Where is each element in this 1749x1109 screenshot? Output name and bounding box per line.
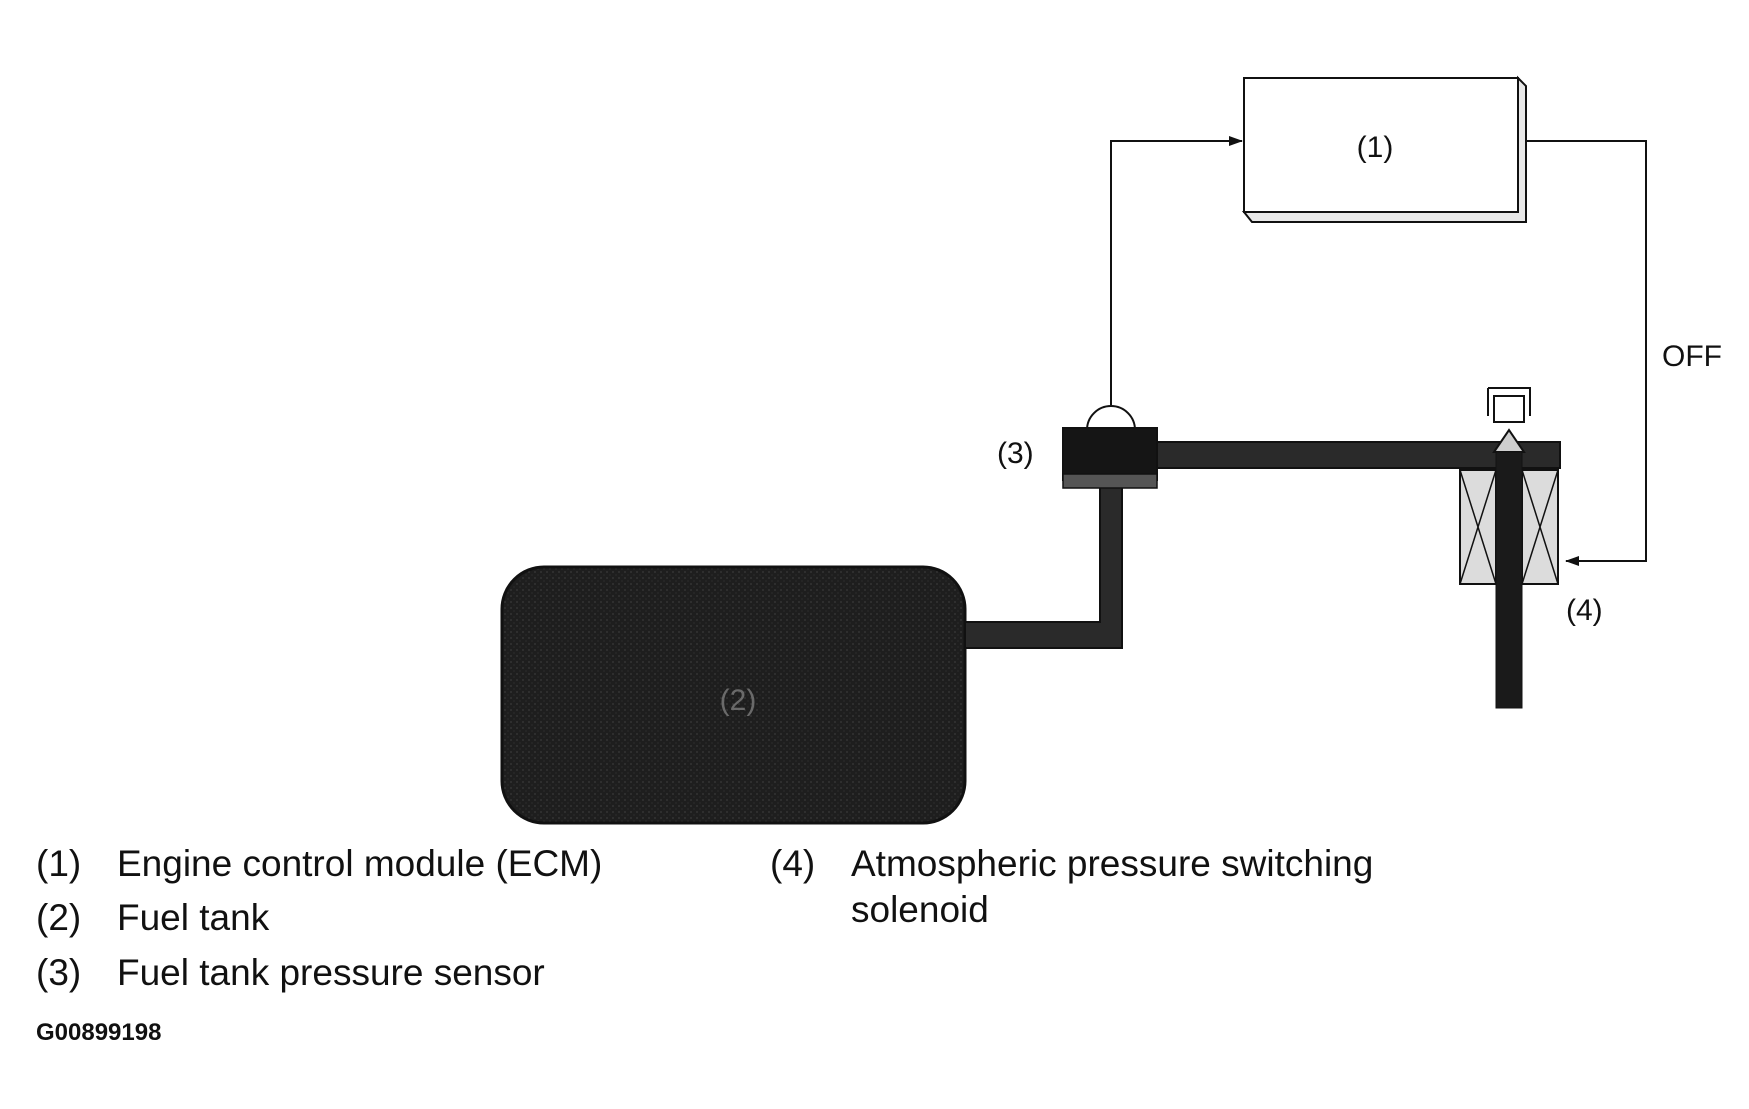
legend-item: (2) Fuel tank <box>36 897 270 938</box>
legend: (1) Engine control module (ECM) (2) Fuel… <box>36 843 1373 993</box>
legend-item-number: (3) <box>36 952 81 993</box>
legend-item-label-continued: solenoid <box>851 889 989 930</box>
legend-item: (4) Atmospheric pressure switching solen… <box>770 843 1373 930</box>
ecm-callout: (1) <box>1357 131 1394 164</box>
ecm-box: (1) <box>1241 75 1527 223</box>
tank-to-sensor-pipe <box>964 483 1123 649</box>
fuel-tank <box>500 565 967 825</box>
solenoid-control-line <box>1526 140 1647 566</box>
atmospheric-solenoid <box>1459 387 1559 709</box>
sensor-to-solenoid-pipe <box>1156 441 1561 469</box>
figure-id: G00899198 <box>36 1019 161 1046</box>
pressure-sensor <box>1062 405 1158 489</box>
legend-item: (3) Fuel tank pressure sensor <box>36 952 545 993</box>
signal-state-label: OFF <box>1662 340 1722 373</box>
legend-item-label: Engine control module (ECM) <box>117 843 602 884</box>
legend-item-number: (4) <box>770 843 815 884</box>
legend-item-number: (1) <box>36 843 81 884</box>
legend-item-label: Fuel tank <box>117 897 270 938</box>
legend-item: (1) Engine control module (ECM) <box>36 843 602 884</box>
legend-item-label: Fuel tank pressure sensor <box>117 952 545 993</box>
solenoid-callout: (4) <box>1566 594 1603 627</box>
legend-item-label: Atmospheric pressure switching <box>851 843 1373 884</box>
pressure-sensor-callout: (3) <box>997 437 1034 470</box>
legend-item-number: (2) <box>36 897 81 938</box>
fuel-tank-callout: (2) <box>720 684 757 717</box>
sensor-signal-line <box>1110 136 1243 405</box>
